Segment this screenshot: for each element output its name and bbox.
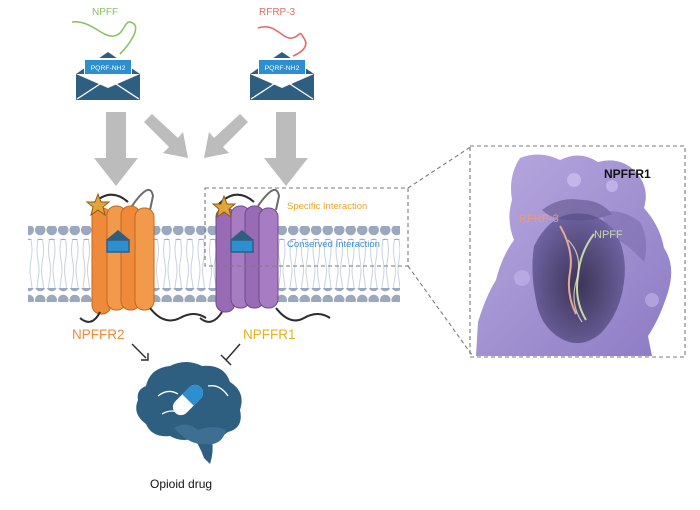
npff-peptide-strand — [71, 21, 137, 55]
pill-capsule-icon — [172, 384, 204, 416]
ligand-npff: NPFF PQRF-NH2 — [71, 7, 140, 100]
zoom-callout — [204, 145, 686, 358]
envelope-icon: PQRF-NH2 — [250, 52, 314, 100]
zoom-label-npff: NPFF — [594, 229, 623, 241]
star-icon — [211, 194, 237, 219]
binding-arrows — [94, 112, 308, 186]
rfrp3-peptide-strand — [257, 25, 307, 57]
envelope-label-left: PQRF-NH2 — [91, 65, 126, 72]
zoom-label-rfrp3: RFRP-3 — [519, 213, 559, 225]
receptor-npffr1: NPFFR1 — [199, 188, 331, 342]
star-icon — [85, 192, 111, 217]
brain-caption: Opioid drug — [150, 477, 212, 491]
zoom-title: NPFFR1 — [604, 167, 651, 181]
receptor-highlight-box — [204, 187, 409, 267]
receptor-npffr2: NPFFR2 — [72, 188, 207, 342]
zoom-panel-frame — [469, 145, 686, 358]
inhibition-bar — [220, 354, 232, 366]
receptor-npffr1-label: NPFFR1 — [243, 327, 296, 342]
arrow-rfrp3-down — [264, 112, 308, 186]
arrow-npff-diagonal — [144, 114, 188, 158]
activation-arrow — [131, 343, 147, 359]
conserved-interaction-label: Conserved Interaction — [287, 239, 380, 250]
activation-arrowhead — [141, 353, 149, 361]
arrow-npff-down — [94, 112, 138, 186]
effect-arrows — [131, 343, 241, 366]
brain-icon — [136, 362, 242, 464]
ligand-npff-label: NPFF — [92, 7, 118, 18]
envelope-label-right: PQRF-NH2 — [265, 65, 300, 72]
cell-membrane — [28, 226, 400, 302]
ligand-rfrp3-label: RFRP-3 — [259, 7, 296, 18]
rfrp3-peptide-in-pocket — [559, 225, 577, 315]
arrow-rfrp3-diagonal — [204, 114, 248, 158]
npffr1-surface-structure: NPFFR1 RFRP-3 NPFF — [476, 154, 672, 356]
ligand-rfrp3: RFRP-3 PQRF-NH2 — [250, 7, 314, 100]
receptor-npffr2-label: NPFFR2 — [72, 327, 125, 342]
inhibition-line — [225, 343, 241, 361]
callout-connector — [407, 145, 473, 356]
envelope-icon: PQRF-NH2 — [76, 52, 140, 100]
specific-interaction-label: Specific Interaction — [287, 201, 367, 212]
